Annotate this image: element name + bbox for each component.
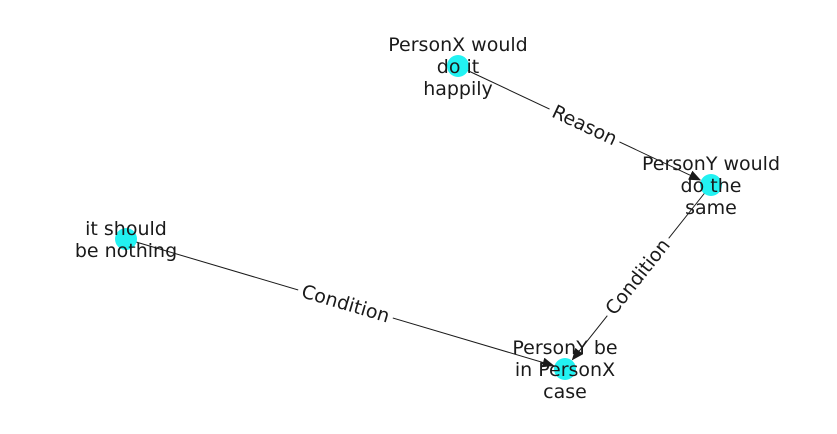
nodes-layer bbox=[115, 55, 722, 380]
edge-label-background bbox=[294, 277, 397, 331]
node-circle[interactable] bbox=[700, 174, 722, 196]
edge-label: Condition bbox=[299, 281, 392, 328]
node-label-line: in PersonX bbox=[515, 359, 615, 381]
edge-label: Reason bbox=[548, 101, 620, 150]
node-label-line: case bbox=[543, 381, 587, 403]
node-label-line: happily bbox=[423, 78, 493, 100]
node-label-line: do the bbox=[681, 175, 742, 197]
node-label-line: do it bbox=[437, 56, 479, 78]
node-label-line: PersonY would bbox=[642, 153, 780, 175]
node-label-line: it should bbox=[85, 218, 167, 240]
node-circle[interactable] bbox=[115, 228, 137, 250]
edge-label-group: Condition bbox=[294, 277, 397, 331]
node-label-line: PersonX would bbox=[388, 34, 527, 56]
edge-label-group: Condition bbox=[597, 230, 679, 324]
node-circle[interactable] bbox=[447, 55, 469, 77]
edge-label-group: Reason bbox=[544, 97, 625, 154]
edge-label: Condition bbox=[601, 235, 675, 320]
node-label-line: same bbox=[685, 197, 737, 219]
edge-label-background bbox=[544, 97, 625, 154]
node-circle[interactable] bbox=[554, 358, 576, 380]
edge-label-background bbox=[597, 230, 679, 324]
node-label-line: PersonY be bbox=[512, 337, 617, 359]
node-label-line: be nothing bbox=[75, 240, 177, 262]
